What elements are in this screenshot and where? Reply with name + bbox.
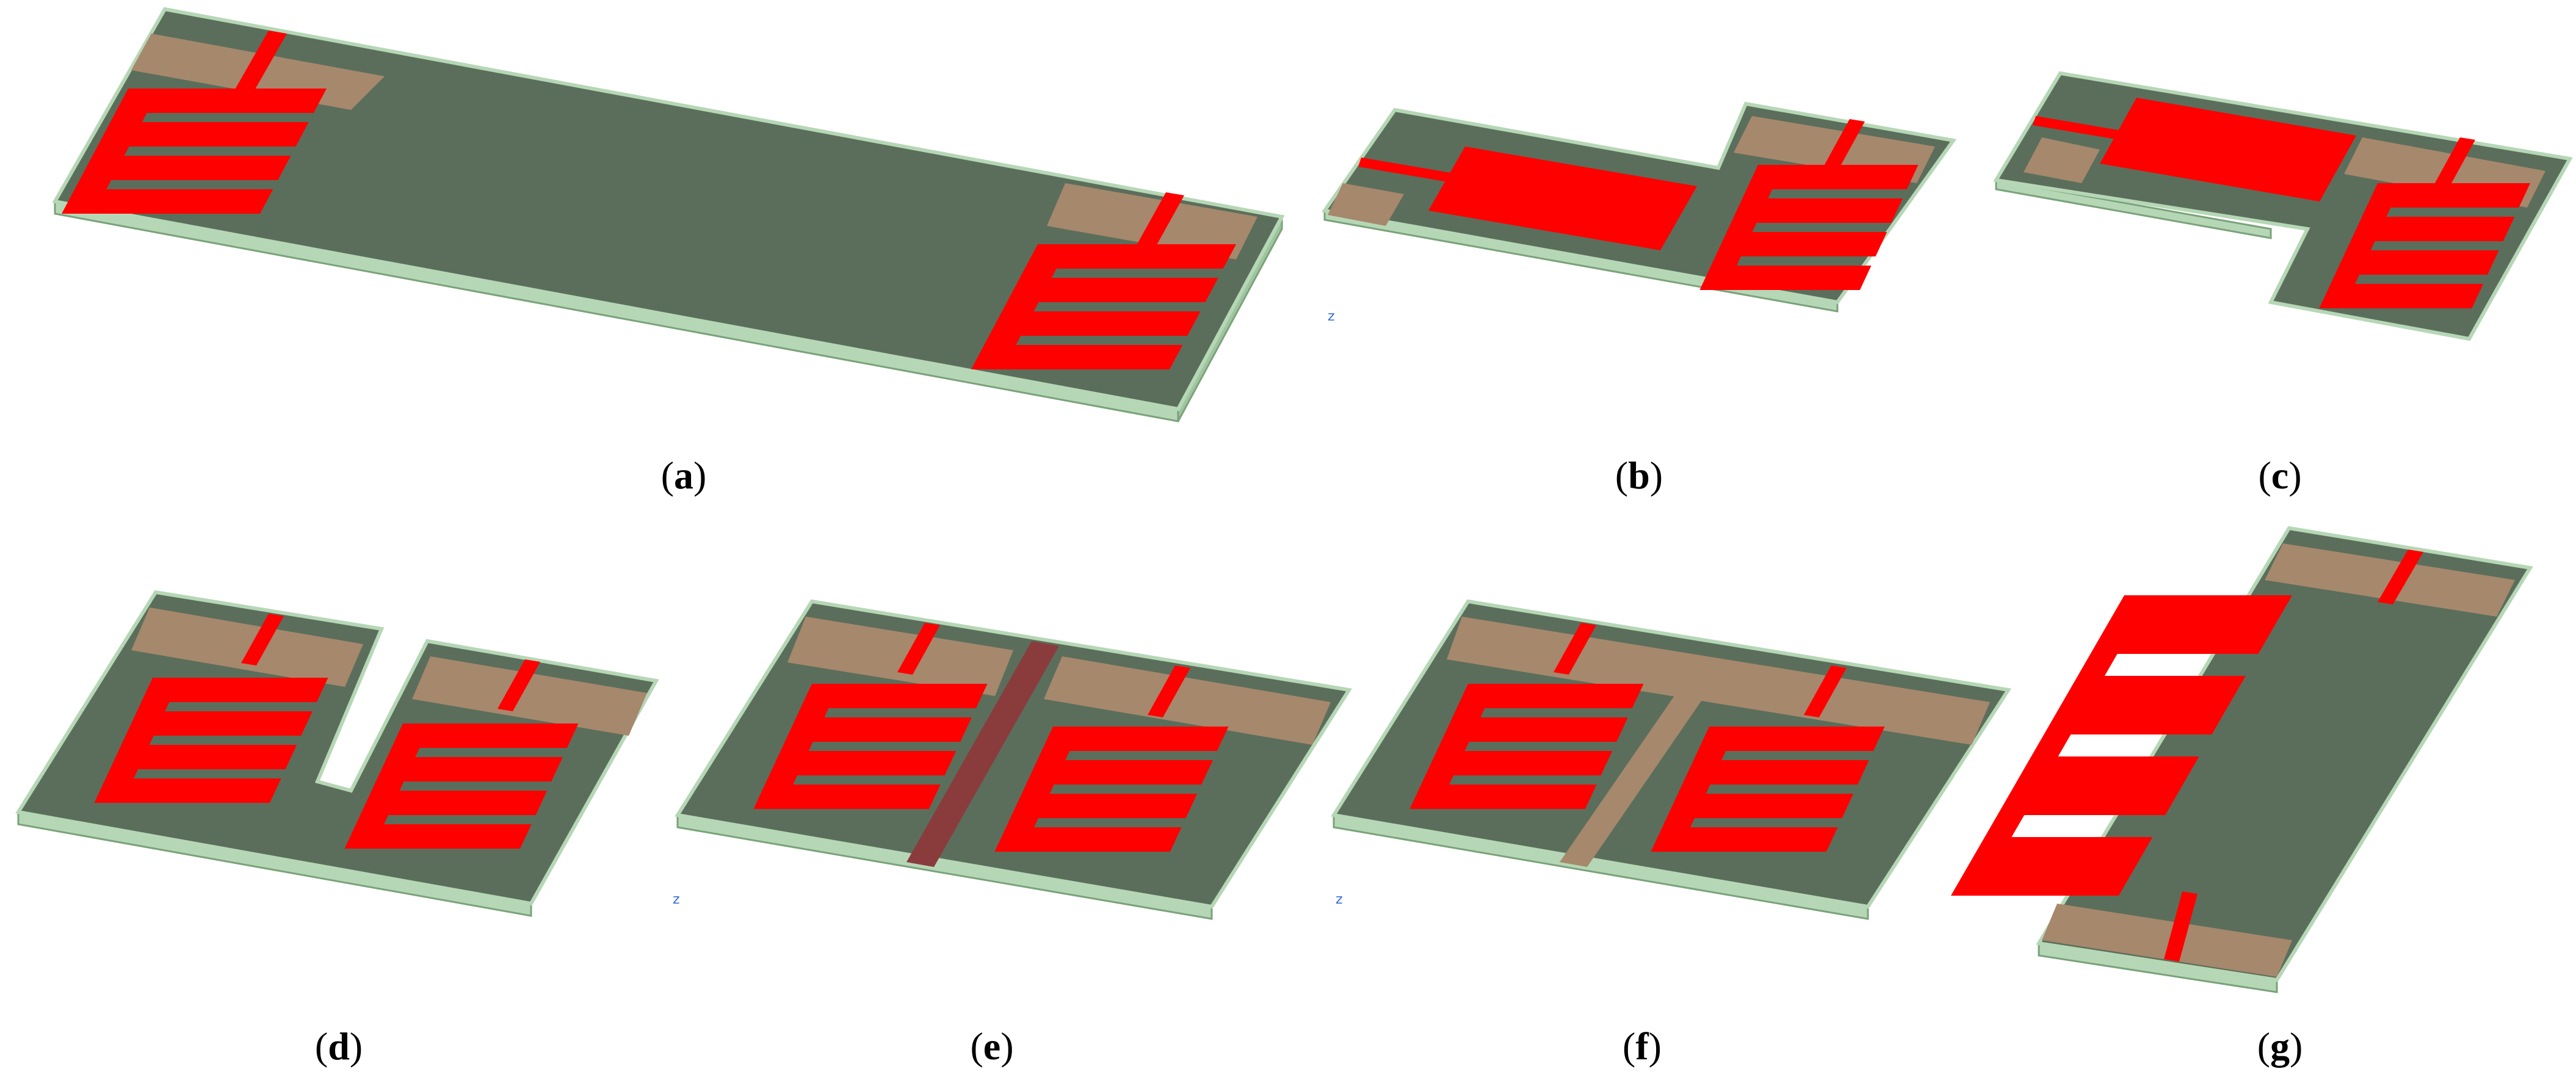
- substrate-c-side: [1995, 179, 2272, 239]
- caption-f: (f): [1623, 1024, 1662, 1068]
- feed-stub-c: [2429, 137, 2475, 195]
- caption-c: (c): [2258, 454, 2301, 497]
- substrate-e-top: [675, 599, 1352, 909]
- panel-e: z: [673, 599, 1352, 920]
- pad-d-right: [412, 656, 647, 736]
- feed-f-right: [1804, 665, 1847, 717]
- caption-d: (d): [315, 1024, 363, 1068]
- substrate-a-top: [52, 7, 1285, 412]
- pad-f-stem: [1560, 681, 1712, 867]
- axis-icon-e: z: [673, 892, 680, 907]
- meander-b: [1428, 147, 1697, 250]
- meander-c: [2100, 98, 2356, 201]
- panel-b: z: [1321, 101, 1957, 324]
- feed-d-left: [241, 614, 284, 665]
- axis-icon-b: z: [1328, 309, 1335, 324]
- feed-f-left: [1554, 623, 1596, 675]
- pad-d-left: [131, 607, 363, 687]
- pad-e-left: [787, 617, 1013, 696]
- panel-g: [1950, 526, 2533, 993]
- feed-e-right: [1148, 665, 1190, 717]
- feed-g-top: [2378, 549, 2423, 604]
- feed-d-right: [497, 659, 540, 711]
- feed-line-c: [2033, 116, 2136, 142]
- pad-e-right: [1044, 656, 1331, 745]
- pad-g-bottom: [2042, 904, 2292, 977]
- feed-g-bottom: [2164, 891, 2198, 962]
- feed-line-a-top: [232, 31, 287, 98]
- panel-f: z: [1331, 599, 2012, 920]
- substrate-f-top: [1331, 599, 2012, 909]
- panel-a: [52, 7, 1285, 422]
- caption-b: (b): [1615, 454, 1663, 497]
- feed-e-left: [897, 623, 940, 675]
- axis-icon-f: z: [1336, 892, 1343, 907]
- panel-c: [1993, 71, 2573, 341]
- caption-g: (g): [2257, 1024, 2303, 1068]
- caption-e: (e): [970, 1024, 1013, 1068]
- feed-line-a-bottom: [1135, 192, 1184, 250]
- pad-b-left: [1328, 183, 1404, 226]
- feed-line-b: [1358, 158, 1465, 184]
- pad-g-top: [2265, 543, 2515, 617]
- caption-a: (a): [661, 454, 707, 497]
- panel-d: [15, 590, 659, 917]
- feed-stub-b-right: [1819, 119, 1865, 177]
- dark-strip-e: [906, 641, 1059, 867]
- pad-c-left: [2024, 137, 2100, 183]
